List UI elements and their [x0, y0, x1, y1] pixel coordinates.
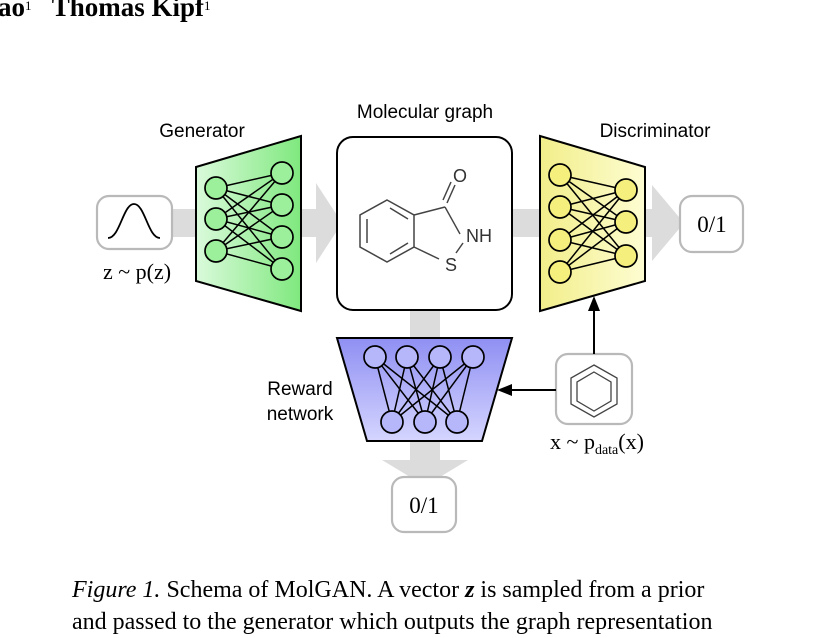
benzene-icon [570, 364, 618, 418]
reward-node [413, 410, 437, 434]
reward-edge [424, 356, 474, 423]
author-affiliation: 1 [25, 0, 32, 13]
author-fragment: ao [0, 0, 25, 22]
reward-label-line1: Reward [267, 379, 332, 400]
caption-line-2: and passed to the generator which output… [72, 609, 713, 635]
discriminator-edge [559, 221, 627, 273]
reward-edge [391, 356, 441, 423]
data-distribution-label: x ~ pdata(x) [550, 429, 644, 458]
generator-node [270, 257, 294, 281]
caption-line-1: Figure 1. Schema of MolGAN. A vector z i… [72, 574, 832, 606]
discriminator-output-box [678, 194, 745, 254]
flow-arrow-graph-reward [410, 310, 440, 342]
prior-box [95, 194, 174, 251]
generator-node [270, 225, 294, 249]
discriminator-edge [559, 189, 627, 273]
discriminator-label: Discriminator [600, 121, 712, 142]
flow-arrow-reward-out [382, 438, 468, 486]
generator-node [204, 176, 228, 200]
molecular-graph-box [336, 136, 513, 311]
reward-nodes [363, 345, 485, 434]
molecule-structure [359, 181, 464, 263]
generator-node [204, 239, 228, 263]
gaussian-icon [107, 203, 161, 239]
discriminator-node [614, 244, 638, 268]
caption-figure-label: Figure 1. [72, 577, 161, 603]
flow-arrow-disc-out [638, 185, 684, 261]
generator-edge [215, 172, 283, 252]
discriminator-nodes [548, 163, 638, 284]
reward-node [461, 345, 485, 369]
caption-text-2: is sampled from a prior [474, 577, 705, 603]
discriminator-node [548, 163, 572, 187]
black-arrows [497, 296, 600, 396]
reward-edge [391, 356, 474, 423]
generator-node [270, 193, 294, 217]
discriminator-edge [559, 189, 627, 241]
discriminator-node [614, 178, 638, 202]
reward-node [380, 410, 404, 434]
generator-edges [215, 172, 283, 270]
reward-node [445, 410, 469, 434]
molecular-graph-label: Molecular graph [357, 102, 493, 123]
atom-s: S [445, 255, 457, 275]
generator-nodes [204, 161, 294, 281]
figure-caption: Figure 1. Schema of MolGAN. A vector z i… [72, 574, 832, 638]
discriminator-node [548, 195, 572, 219]
discriminator-node [548, 260, 572, 284]
author-affiliation-2: 1 [204, 0, 211, 13]
caption-variable: z [465, 577, 475, 603]
generator-node [270, 161, 294, 185]
author-line: ao1 Thomas Kipf1 [0, 0, 211, 23]
reward-node [395, 345, 419, 369]
prior-label: z ~ p(z) [103, 259, 171, 284]
caption-text-1: Schema of MolGAN. A vector [160, 577, 466, 603]
generator-label: Generator [159, 121, 245, 142]
author-name: Thomas Kipf [51, 0, 205, 22]
discriminator-node [548, 228, 572, 252]
flow-arrow-gen-graph [290, 183, 342, 263]
generator-edge [215, 172, 283, 220]
reward-output: 0/1 [409, 493, 438, 518]
atom-o: O [453, 166, 467, 186]
reward-label-line2: network [267, 404, 334, 425]
generator-edge [215, 204, 283, 252]
reward-node [428, 345, 452, 369]
atom-nh: NH [466, 226, 492, 246]
generator-node [204, 207, 228, 231]
discriminator-output: 0/1 [697, 212, 726, 237]
reward-output-box [390, 475, 458, 534]
reward-node [363, 345, 387, 369]
discriminator-node [614, 210, 638, 234]
molgan-schema-figure: z ~ p(z) Generator Molecular graph O NH … [95, 102, 745, 534]
